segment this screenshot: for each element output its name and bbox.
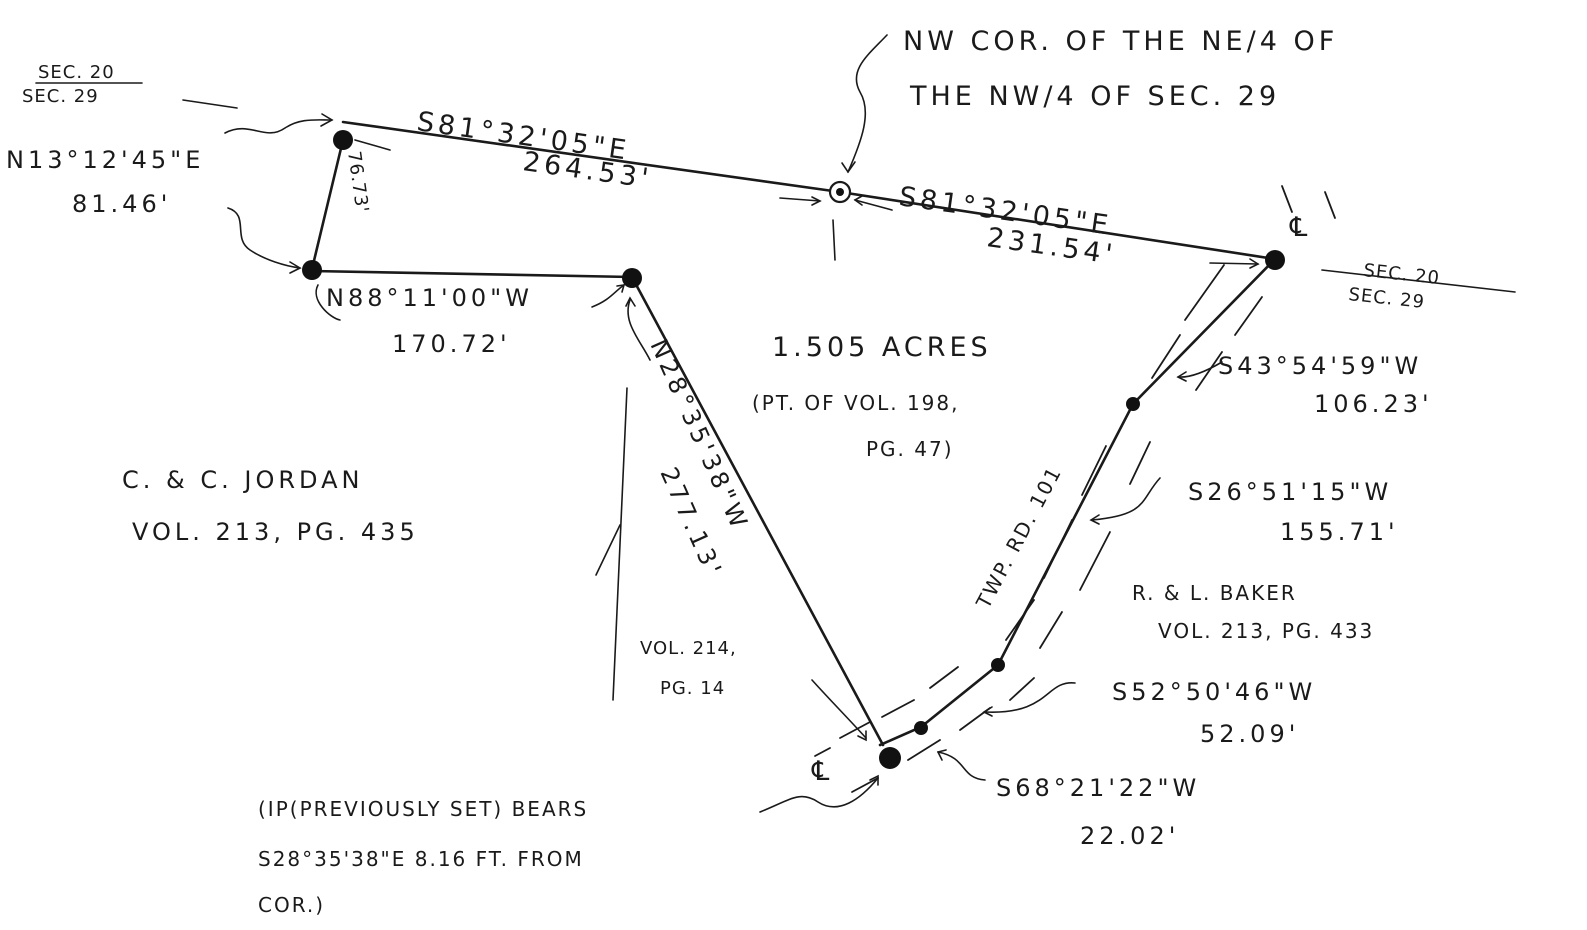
nw-corner-note-line2: THE NW/4 OF SEC. 29 — [909, 81, 1280, 112]
corner-ne — [1265, 250, 1285, 270]
sec-label-left-lower: SEC. 29 — [22, 86, 99, 107]
call-road-2-distance: 155.71' — [1280, 518, 1399, 546]
call-south-jog-distance: 170.72' — [392, 330, 511, 358]
call-road-2-bearing: S26°51'15"W — [1188, 478, 1392, 506]
tract-ref-line2: PG. 47) — [866, 437, 954, 461]
road-centerline-bottom: ℄ — [811, 756, 833, 787]
adjoiner-jordan-ref: VOL. 213, PG. 435 — [132, 518, 419, 546]
boundary-south-jog — [310, 269, 634, 279]
adjoiner-mid-ref-line2: PG. 14 — [660, 678, 725, 699]
call-west-leg-bearing: N13°12'45"E — [6, 146, 204, 174]
call-road-4-bearing: S68°21'22"W — [996, 774, 1200, 802]
sec-label-left-upper: SEC. 20 — [38, 62, 115, 83]
sec-label-right-upper: SEC. 20 — [1362, 260, 1440, 289]
corner-road-2 — [991, 658, 1005, 672]
ip-note-line1: (IP(PREVIOUSLY SET) BEARS — [258, 797, 588, 821]
road-name: TWP. RD. 101 — [971, 462, 1067, 614]
call-road-1-distance: 106.23' — [1314, 390, 1433, 418]
corner-south — [879, 747, 901, 769]
call-south-jog-bearing: N88°11'00"W — [326, 284, 533, 312]
section-line-left — [182, 99, 238, 109]
boundary-diagonal — [630, 275, 885, 747]
corner-road-1 — [1126, 397, 1140, 411]
call-road-4-distance: 22.02' — [1080, 822, 1179, 850]
ip-note-line2: S28°35'38"E 8.16 FT. FROM — [258, 847, 584, 871]
adjoiner-baker-ref: VOL. 213, PG. 433 — [1158, 619, 1374, 643]
road-centerline-top: ℄ — [1289, 212, 1311, 243]
call-road-3-distance: 52.09' — [1200, 720, 1299, 748]
section-line-right — [1321, 269, 1516, 293]
tract-ref-line1: (PT. OF VOL. 198, — [752, 391, 960, 415]
boundary-north-east — [838, 190, 1277, 261]
call-west-leg-distance: 81.46' — [72, 190, 171, 218]
lot-line-slash — [595, 524, 621, 576]
call-road-1-bearing: S43°54'59"W — [1218, 352, 1422, 380]
call-road-3-bearing: S52°50'46"W — [1112, 678, 1316, 706]
corner-sw — [302, 260, 322, 280]
adjoiner-mid-ref-line1: VOL. 214, — [640, 638, 737, 659]
lot-line-tick — [832, 219, 836, 261]
ip-note-line3: COR.) — [258, 893, 325, 917]
road-right-of-way — [814, 185, 1336, 793]
boundary-north-west — [341, 120, 842, 194]
corner-nw — [333, 130, 353, 150]
lot-line-west — [612, 387, 628, 701]
adjoiner-baker-name: R. & L. BAKER — [1132, 581, 1297, 605]
corner-markers — [302, 130, 1285, 769]
boundary-west-leg — [310, 138, 345, 271]
tract-area: 1.505 ACRES — [772, 332, 992, 363]
nw-corner-note-line1: NW COR. OF THE NE/4 OF — [903, 26, 1338, 57]
adjoiner-jordan-name: C. & C. JORDAN — [122, 466, 363, 494]
call-west-leg-tick: 76.73' — [343, 150, 372, 215]
corner-road-3 — [914, 721, 928, 735]
corner-south-jog — [622, 268, 642, 288]
sec-label-right-lower: SEC. 29 — [1347, 284, 1425, 313]
tract-boundary — [310, 120, 1277, 747]
leader-arrows — [224, 34, 1260, 813]
